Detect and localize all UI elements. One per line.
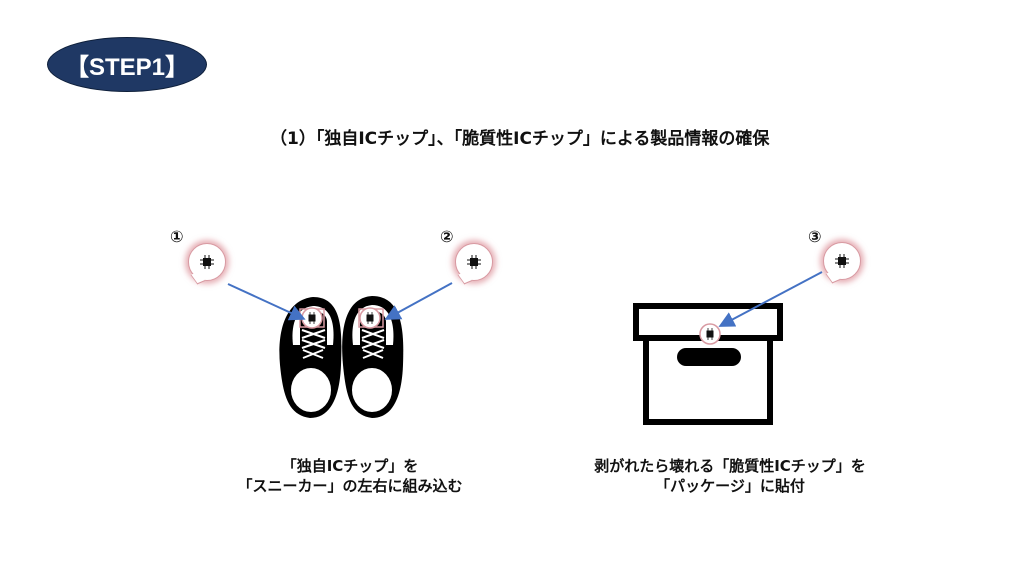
package-caption-line-2: 「パッケージ」に貼付 [655, 477, 805, 495]
sneaker-right-icon [342, 296, 404, 418]
marker-3: ③ [808, 227, 822, 246]
package-box-icon [633, 303, 783, 425]
sneaker-left-icon [279, 297, 342, 418]
step-badge: 【STEP1】 [47, 37, 207, 92]
microchip-icon [200, 255, 214, 269]
marker-2: ② [440, 227, 454, 246]
sneaker-caption-line-1: 「独自ICチップ」を [281, 457, 419, 475]
sneaker-caption-line-2: 「スニーカー」の左右に組み込む [237, 477, 463, 495]
marker-1: ① [170, 227, 184, 246]
section-heading: （1）「独自ICチップ」、「脆質性ICチップ」による製品情報の確保 [270, 129, 770, 149]
chip-bubble-3 [823, 242, 861, 280]
arrow-2 [384, 282, 453, 320]
chip-bubble-1 [188, 243, 226, 281]
sneaker-caption: 「独自ICチップ」を 「スニーカー」の左右に組み込む [190, 456, 510, 496]
microchip-icon [835, 254, 849, 268]
arrow-3 [718, 271, 823, 327]
chip-bubble-2 [455, 243, 493, 281]
arrow-1 [227, 283, 306, 321]
package-caption-line-1: 剥がれたら壊れる「脆質性ICチップ」を [594, 457, 866, 475]
microchip-icon [467, 255, 481, 269]
package-caption: 剥がれたら壊れる「脆質性ICチップ」を 「パッケージ」に貼付 [550, 456, 910, 496]
